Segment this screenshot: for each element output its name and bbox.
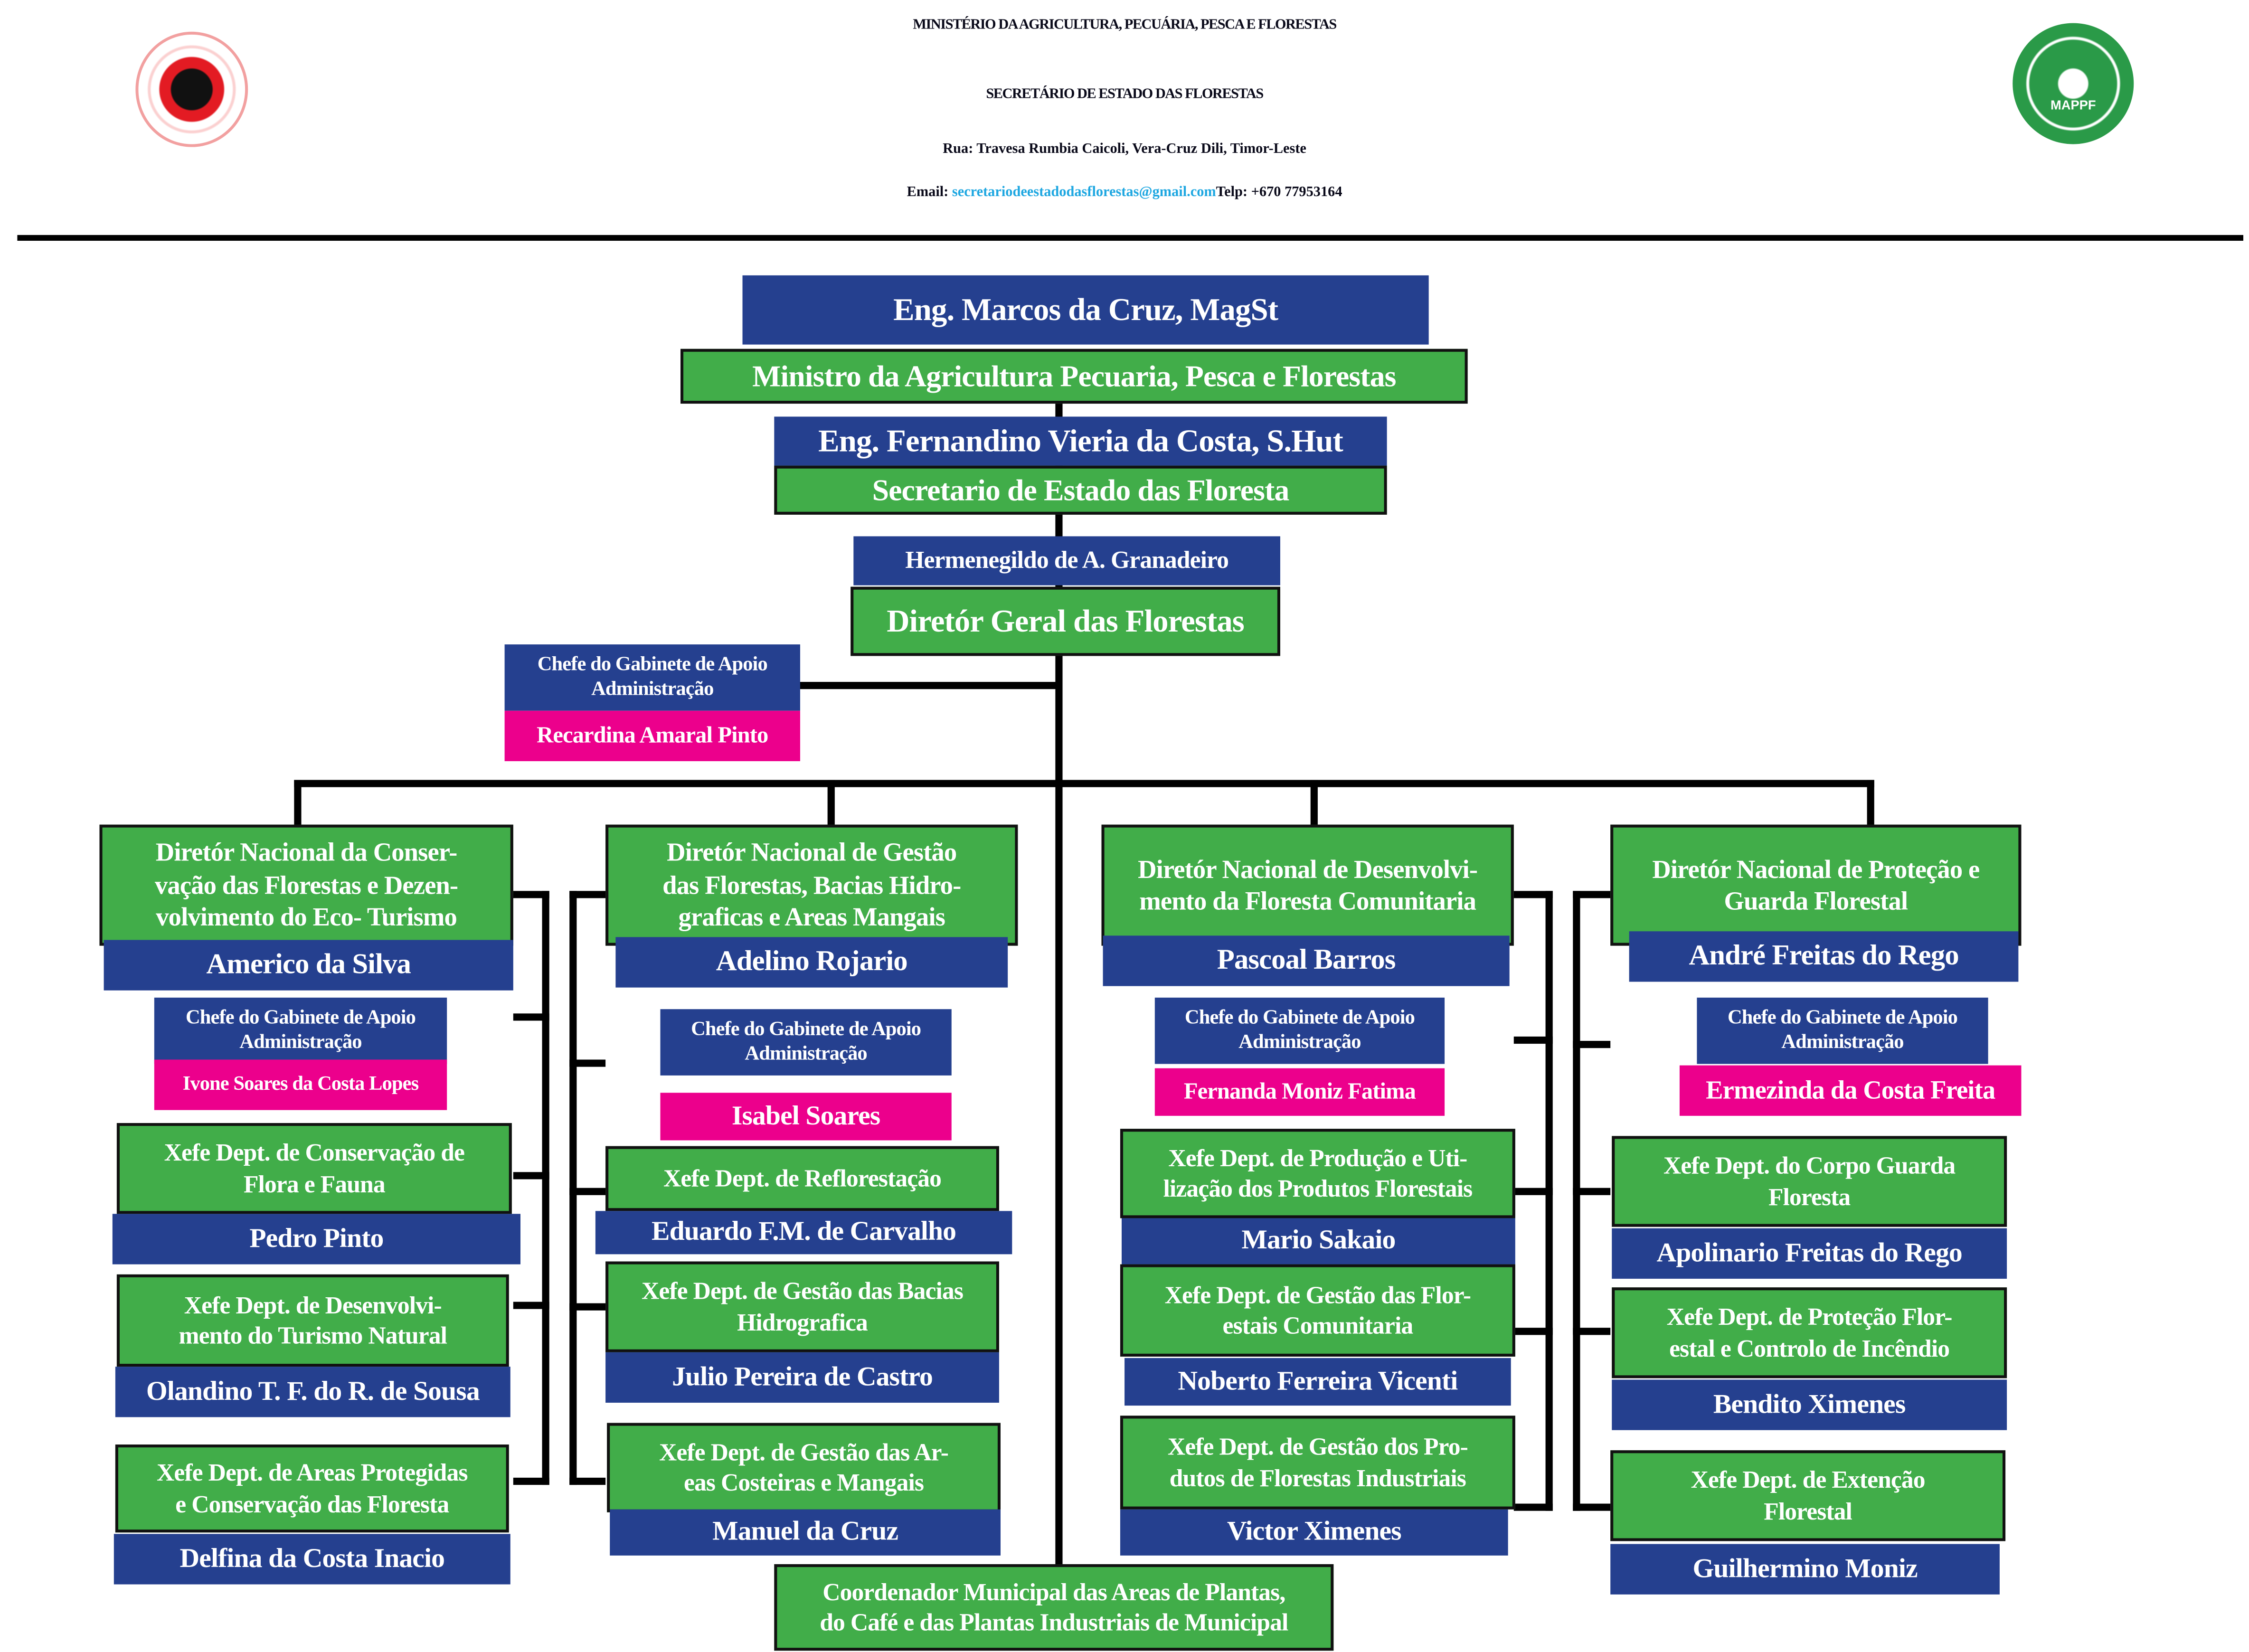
national-director-name: Pascoal Barros — [1103, 935, 1510, 986]
department-head-title: Xefe Dept. de Gestão das Ar- eas Costeir… — [607, 1423, 1001, 1512]
department-head-name: Mario Sakaio — [1122, 1218, 1515, 1265]
mappf-logo-text: MAPPF — [2050, 98, 2096, 113]
national-director-title: Diretór Nacional de Proteção e Guarda Fl… — [1610, 824, 2022, 946]
main-trunk-line — [1055, 404, 1063, 1566]
secretary-title: Secretario de Estado das Floresta — [774, 465, 1387, 515]
mappf-logo: MAPPF — [2013, 23, 2134, 144]
bracket-line — [542, 891, 549, 1485]
bracket-stub — [513, 891, 549, 898]
bracket-stub — [1513, 1328, 1553, 1335]
national-director-name: Americo da Silva — [104, 940, 513, 991]
department-head-title: Xefe Dept. de Extenção Florestal — [1610, 1450, 2006, 1541]
directorate-drop-line — [1310, 780, 1318, 826]
ministry-title: MINISTÉRIO DA AGRICULTURA, PECUÁRIA, PES… — [913, 17, 1337, 33]
directorate-drop-line — [1867, 780, 1874, 826]
bracket-stub — [1573, 1328, 1611, 1335]
bracket-stub — [1573, 1040, 1611, 1048]
minister-name: Eng. Marcos da Cruz, MagSt — [742, 275, 1429, 345]
bracket-stub — [1573, 1188, 1611, 1195]
department-head-name: Manuel da Cruz — [610, 1509, 1001, 1556]
bracket-stub — [513, 1302, 549, 1309]
bracket-stub — [1513, 1503, 1553, 1511]
cabinet-chief-name: Recardina Amaral Pinto — [504, 710, 800, 762]
bracket-stub — [1513, 891, 1553, 898]
email-label: Email: — [907, 184, 952, 201]
cabinet-chief-name: Fernanda Moniz Fatima — [1154, 1068, 1445, 1116]
cabinet-chief-title: Chefe do Gabinete de Apoio Administração — [660, 1009, 952, 1076]
national-director-title: Diretór Nacional de Gestão das Florestas… — [605, 824, 1018, 946]
national-director-title: Diretór Nacional de Desenvolvi- mento da… — [1101, 824, 1514, 946]
bracket-stub — [569, 1059, 606, 1067]
department-head-title: Xefe Dept. de Gestão das Flor- estais Co… — [1120, 1264, 1515, 1357]
director-general-title: Diretór Geral das Florestas — [850, 586, 1280, 656]
timor-leste-emblem-logo — [135, 31, 248, 147]
bracket-stub — [513, 1013, 549, 1021]
national-director-name: Adelino Rojario — [615, 937, 1008, 988]
cabinet-chief-name: Ivone Soares da Costa Lopes — [154, 1059, 447, 1110]
directorate-bus-line — [294, 780, 1874, 787]
department-head-name: Victor Ximenes — [1120, 1509, 1508, 1556]
cabinet-chief-title: Chefe do Gabinete de Apoio Administração — [504, 644, 800, 711]
header-divider — [17, 235, 2244, 241]
cabinet-chief-title: Chefe do Gabinete de Apoio Administração — [1697, 997, 1988, 1064]
cabinet-connector — [800, 682, 1060, 689]
director-general-name: Hermenegildo de A. Granadeiro — [853, 536, 1280, 585]
department-head-title: Xefe Dept. de Produção e Uti- lização do… — [1120, 1129, 1515, 1218]
bracket-stub — [1573, 891, 1611, 898]
department-head-title: Xefe Dept. de Reflorestação — [605, 1146, 999, 1211]
department-head-title: Xefe Dept. de Desenvolvi- mento do Turis… — [116, 1274, 509, 1367]
department-head-title: Xefe Dept. de Gestão das Bacias Hidrogra… — [605, 1261, 999, 1352]
cabinet-chief-name: Ermezinda da Costa Freita — [1679, 1065, 2022, 1116]
bracket-stub — [569, 1477, 606, 1485]
bracket-stub — [569, 891, 606, 898]
department-head-name: Eduardo F.M. de Carvalho — [595, 1211, 1012, 1255]
department-head-name: Guilhermino Moniz — [1610, 1544, 2000, 1595]
bracket-line — [1545, 891, 1553, 1511]
bracket-line — [1573, 891, 1580, 1511]
bracket-stub — [1573, 1503, 1611, 1511]
department-head-name: Bendito Ximenes — [1612, 1379, 2007, 1430]
department-head-name: Pedro Pinto — [112, 1214, 520, 1265]
department-head-name: Julio Pereira de Castro — [605, 1352, 999, 1403]
cabinet-chief-title: Chefe do Gabinete de Apoio Administração — [154, 997, 447, 1064]
contact-line: Email: secretariodeestadodasflorestas@gm… — [0, 185, 2249, 200]
cabinet-chief-title: Chefe do Gabinete de Apoio Administração — [1154, 997, 1445, 1064]
bracket-stub — [513, 1477, 549, 1485]
department-head-name: Noberto Ferreira Vicenti — [1124, 1358, 1511, 1406]
department-head-title: Xefe Dept. de Gestão dos Pro- dutos de F… — [1120, 1416, 1515, 1510]
bracket-stub — [513, 1172, 549, 1180]
cabinet-chief-name: Isabel Soares — [660, 1093, 952, 1141]
directorate-drop-line — [827, 780, 835, 826]
bracket-stub — [1513, 1036, 1553, 1044]
national-director-title: Diretór Nacional da Conser- vação das Fl… — [99, 824, 513, 946]
department-head-title: Xefe Dept. de Areas Protegidas e Conserv… — [115, 1444, 509, 1533]
municipal-coordinator: Coordenador Municipal das Areas de Plant… — [774, 1564, 1334, 1651]
department-head-title: Xefe Dept. do Corpo Guarda Floresta — [1612, 1136, 2007, 1227]
department-head-name: Delfina da Costa Inacio — [113, 1534, 510, 1585]
secretary-name: Eng. Fernandino Vieria da Costa, S.Hut — [774, 416, 1387, 466]
national-director-name: André Freitas do Rego — [1629, 931, 2019, 982]
directorate-drop-line — [294, 780, 302, 826]
minister-title: Ministro da Agricultura Pecuaria, Pesca … — [680, 349, 1468, 404]
department-head-title: Xefe Dept. de Conservação de Flora e Fau… — [116, 1123, 512, 1214]
email-link[interactable]: secretariodeestadodasflorestas@gmail.com — [952, 184, 1216, 201]
address: Rua: Travesa Rumbia Caicoli, Vera-Cruz D… — [943, 141, 1306, 157]
secretariat-title: SECRETÁRIO DE ESTADO DAS FLORESTAS — [986, 86, 1264, 103]
department-head-name: Olandino T. F. do R. de Sousa — [115, 1367, 510, 1417]
bracket-stub — [1513, 1188, 1553, 1195]
bracket-stub — [569, 1188, 606, 1195]
phone: Telp: +670 77953164 — [1216, 184, 1342, 201]
department-head-title: Xefe Dept. de Proteção Flor- estal e Con… — [1612, 1287, 2007, 1378]
department-head-name: Apolinario Freitas do Rego — [1612, 1228, 2007, 1279]
bracket-stub — [569, 1303, 606, 1311]
